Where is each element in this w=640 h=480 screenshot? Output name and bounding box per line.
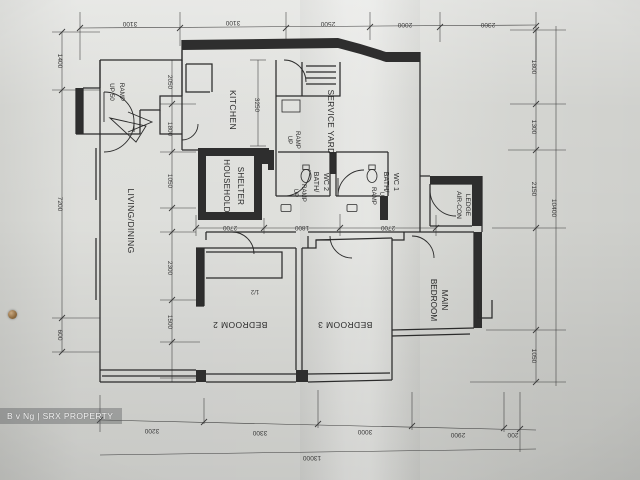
dim-right-1: 1800: [530, 60, 537, 75]
dim-int-h-3: 2700: [380, 224, 395, 231]
label-main-bedroom-line1: MAIN: [440, 290, 449, 311]
label-air-con-ledge-line2: LEDGE: [464, 194, 471, 217]
dimension-ticks: [58, 22, 540, 433]
dim-left-1: 1400: [56, 54, 63, 69]
dim-right-2: 1300: [530, 120, 537, 135]
punch-hole: [8, 310, 17, 319]
label-household-shelter-line2: SHELTER: [236, 167, 245, 205]
label-main-bedroom-line2: BEDROOM: [429, 279, 438, 321]
dim-bottom-3: 3000: [357, 428, 372, 435]
ramp-bath1-line1: RAMP: [370, 187, 377, 205]
dim-right-overall: 10400: [550, 199, 557, 218]
ramp-entrance-line2: UP 50: [108, 83, 115, 101]
dim-bottom-1: 3200: [144, 427, 159, 434]
room-labels: LIVING/DINING KITCHEN SERVICE YARD HOUSE…: [126, 90, 471, 330]
ramp-bath1-line2: UP: [378, 192, 385, 201]
dim-bottom-2: 3300: [252, 429, 267, 436]
label-living-dining: LIVING/DINING: [126, 188, 136, 253]
ramp-service-yard-line2: UP: [286, 136, 293, 145]
dimension-labels-interior: 2050 1800 1050 2300 1500 2700 1800 2700 …: [166, 75, 395, 330]
ramp-annotations: RAMP UP 50 RAMP UP RAMP UP RAMP UP: [108, 83, 385, 205]
dimension-labels-top: 3100 3100 2500 2000 2300: [122, 19, 495, 28]
label-kitchen: KITCHEN: [228, 90, 238, 130]
dim-int-h-2: 1800: [294, 224, 309, 231]
dim-top-2: 3100: [225, 19, 240, 26]
dim-int-v-2: 1800: [166, 122, 173, 137]
dim-bottom-overall: 13000: [303, 454, 322, 461]
dim-bedroom2-note: 1/2: [250, 288, 259, 294]
ramp-entrance-line1: RAMP: [118, 83, 125, 101]
plumbing-fixtures: [280, 99, 378, 212]
label-air-con-ledge-line1: AIR-CON: [455, 191, 462, 219]
dimension-labels-left: 1400 7200 600: [56, 54, 63, 341]
wall-outlines: [75, 40, 493, 383]
dim-int-v-1: 2050: [166, 75, 173, 90]
dim-int-v-5: 1500: [166, 315, 173, 330]
ramp-bath2-line2: UP: [292, 189, 299, 198]
ramp-bath2-line1: RAMP: [300, 184, 307, 202]
dimension-labels-right: 1800 1300 2150 1050 10400: [530, 60, 557, 364]
dimension-lines: [52, 12, 566, 456]
dim-top-4: 2000: [397, 21, 412, 28]
ramp-service-yard-line1: RAMP: [294, 131, 301, 149]
dimension-labels-bottom: 3200 3300 3000 2900 200 13000: [144, 427, 518, 461]
dim-top-3: 2500: [320, 20, 335, 27]
dim-int-h-1: 2700: [222, 224, 237, 231]
dim-right-3: 2150: [530, 182, 537, 197]
dim-bottom-5: 200: [507, 431, 518, 438]
label-bedroom-2: BEDROOM 2: [213, 320, 268, 330]
dim-kitchen-depth: 3250: [253, 98, 260, 113]
dim-top-1: 3100: [122, 20, 137, 27]
label-bath-wc-1-line1: BATH/: [382, 172, 391, 193]
door-swings: [103, 59, 457, 259]
label-service-yard: SERVICE YARD: [326, 90, 335, 155]
dim-right-4: 1050: [530, 349, 537, 364]
label-bath-wc-2-line1: BATH/: [312, 172, 321, 193]
watermark: B v Ng | SRX PROPERTY: [0, 408, 123, 424]
dim-top-5: 2300: [480, 21, 495, 28]
dim-left-2: 7200: [56, 197, 63, 212]
label-bath-wc-1-line2: WC 1: [392, 173, 401, 191]
label-bath-wc-2-line2: WC 2: [322, 173, 331, 191]
dim-int-v-4: 2300: [166, 261, 173, 276]
dim-left-3: 600: [56, 329, 63, 340]
structural-walls: [76, 38, 482, 382]
label-household-shelter-line1: HOUSEHOLD: [222, 159, 231, 212]
dim-int-v-3: 1050: [166, 174, 173, 189]
label-bedroom-3: BEDROOM 3: [318, 320, 373, 330]
dim-bottom-4: 2900: [450, 431, 465, 438]
